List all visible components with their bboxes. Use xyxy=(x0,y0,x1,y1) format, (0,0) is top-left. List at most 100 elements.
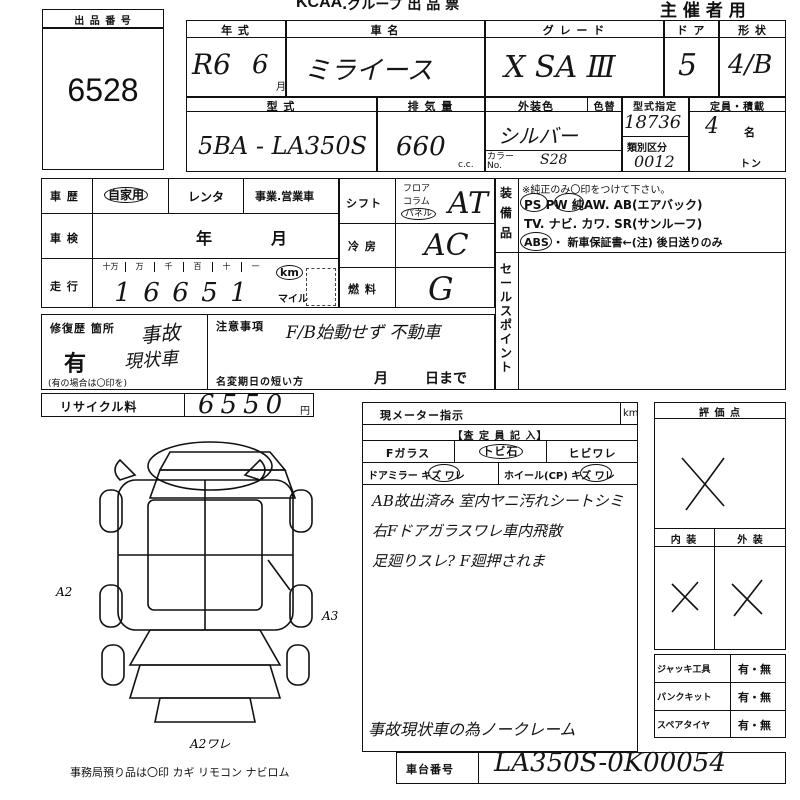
vehicle-name: ミライース xyxy=(304,56,433,86)
inspector-claim: 事故現状車の為ノークレーム xyxy=(368,720,576,739)
wheel-fl xyxy=(99,489,123,533)
shift-value: AT xyxy=(448,186,489,221)
capacity-label: 定員・積載 xyxy=(710,102,765,113)
equipment-label: 装 備 品 xyxy=(500,186,513,240)
meter-unit: km xyxy=(623,408,639,419)
wheel-kizu-circle xyxy=(580,464,612,482)
type-designation-label: 型式指定 xyxy=(633,102,677,113)
year-label: 年 式 xyxy=(221,24,250,37)
lot-box xyxy=(42,9,164,170)
lot-number: 6528 xyxy=(67,72,139,108)
capacity-value: 4 xyxy=(705,114,719,139)
mileage-header-0: 十万 xyxy=(102,262,119,271)
office-note: 事務局預り品は〇印 カギ リモコン ナビロム xyxy=(70,766,290,779)
history-business: 事業.営業車 xyxy=(255,190,315,203)
inspector-block xyxy=(362,402,638,752)
front-hood xyxy=(128,629,282,666)
caution-label: 注意事項 xyxy=(216,320,264,333)
interior-label: 内 装 xyxy=(670,535,698,546)
header-title: .グループ 出 品 票 xyxy=(342,0,460,13)
wheel-front-left xyxy=(101,644,125,686)
accessory-label-2: スペアタイヤ xyxy=(657,721,711,731)
mirror-kizu-circle xyxy=(428,464,460,482)
history-rental: レンタ xyxy=(188,190,225,204)
color-change-label: 色替 xyxy=(593,102,616,113)
diagram-mark-bottom: A2ワレ xyxy=(189,737,230,751)
equipment-line2: TV. ナビ. カワ. SR(サンルーフ) xyxy=(524,217,703,231)
inspector-crack: ヒビワレ xyxy=(568,447,617,460)
accessory-divider xyxy=(654,710,786,712)
accessories-block xyxy=(654,654,786,738)
recycle-label: リサイクル料 xyxy=(60,400,138,414)
category-label: 類別区分 xyxy=(627,143,667,154)
category-value: 0012 xyxy=(634,152,675,171)
score-cross-a xyxy=(681,457,725,507)
accessory-value-1: 有・無 xyxy=(738,691,771,704)
organizer-label: 主 催 者 用 xyxy=(660,1,746,21)
mileage-divider xyxy=(241,262,242,272)
score-cross-b xyxy=(685,457,725,511)
vehicle-grade: X SA Ⅲ xyxy=(504,50,616,85)
mileage-header-4: 十 xyxy=(222,262,231,271)
equipment-note: ※純正のみ〇印をつけて下さい。 xyxy=(522,185,671,196)
equipment-line1: PS PW 純AW. AB(エアバック) xyxy=(524,198,703,212)
inspector-chip: トビ石 xyxy=(455,443,546,459)
cc-unit: c.c. xyxy=(458,160,474,170)
mileage-mile: マイル xyxy=(278,294,308,305)
mileage-stamp-box xyxy=(306,268,336,306)
rear-glass-mark xyxy=(147,441,273,491)
equipment-block xyxy=(495,178,786,390)
repair-note: (有の場合は〇印を) xyxy=(48,379,128,389)
vehicle-model: 5BA - LA350S xyxy=(198,132,368,160)
ac-value: AC xyxy=(424,228,469,263)
shift-panel-option: パネル xyxy=(401,208,437,220)
ac-label: 冷 房 xyxy=(348,240,377,253)
interior-cross-b xyxy=(671,581,699,613)
accessory-label-1: パンクキット xyxy=(657,693,712,703)
load-unit: トン xyxy=(740,159,762,170)
lot-label: 出 品 番 号 xyxy=(74,16,132,27)
mileage-digit-2: 6 xyxy=(172,278,189,308)
history-block xyxy=(41,178,339,308)
fuel-label: 燃 料 xyxy=(348,283,377,296)
accessory-divider xyxy=(654,682,786,684)
diagram-mark-left: A2 xyxy=(55,585,72,599)
capacity-unit: 名 xyxy=(744,126,756,139)
door-damage-mark xyxy=(267,559,291,591)
exterior-cross-b xyxy=(733,579,763,617)
wheel-rr xyxy=(289,584,313,628)
mileage-header-5: 一 xyxy=(251,262,260,271)
fuel-value: G xyxy=(428,270,454,308)
roof-front xyxy=(148,469,297,499)
name-change-month: 月 xyxy=(374,371,388,387)
header-brand: KCAA xyxy=(296,0,343,11)
month-unit: 月 xyxy=(276,82,286,93)
mileage-divider xyxy=(212,262,213,272)
repair-value: 有 xyxy=(64,352,87,377)
mileage-digit-3: 5 xyxy=(201,278,218,308)
name-change-day: 日まで xyxy=(425,371,467,387)
mileage-label: 走 行 xyxy=(50,280,79,293)
spec-block xyxy=(339,178,495,308)
evaluation-cross-marks xyxy=(671,457,763,617)
year-month: 6 xyxy=(252,50,269,80)
chassis-value: LA350S-0K00054 xyxy=(494,748,726,778)
accessory-value-0: 有・無 xyxy=(738,663,771,676)
recycle-value: 6550 xyxy=(198,390,289,420)
accessory-label-0: ジャッキ工具 xyxy=(657,665,711,675)
sales-point-label: セールスポイント xyxy=(500,262,513,374)
color-no: S28 xyxy=(540,152,568,168)
inspection-month-unit: 月 xyxy=(271,229,288,248)
wheel-front-right xyxy=(286,644,310,686)
evaluation-block xyxy=(654,402,786,650)
mileage-km-unit: km xyxy=(276,265,303,280)
exterior-color-label: 外装色 xyxy=(518,100,554,113)
mileage-km: km xyxy=(276,265,303,280)
rear-glass xyxy=(158,451,287,471)
exterior-label: 外 装 xyxy=(737,535,764,546)
wheel-fr xyxy=(289,489,313,533)
front-bumper xyxy=(128,664,282,699)
name-label: 車 名 xyxy=(370,24,400,37)
repair-label: 修復歴 箇所 xyxy=(50,322,115,335)
vehicle-shape: 4/B xyxy=(728,50,773,80)
